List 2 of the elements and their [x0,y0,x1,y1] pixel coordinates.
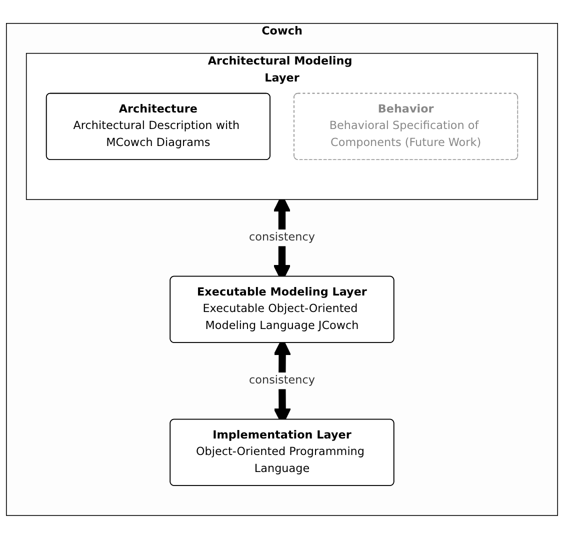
edge-label: consistency [249,231,315,244]
edge-label: consistency [249,374,315,387]
